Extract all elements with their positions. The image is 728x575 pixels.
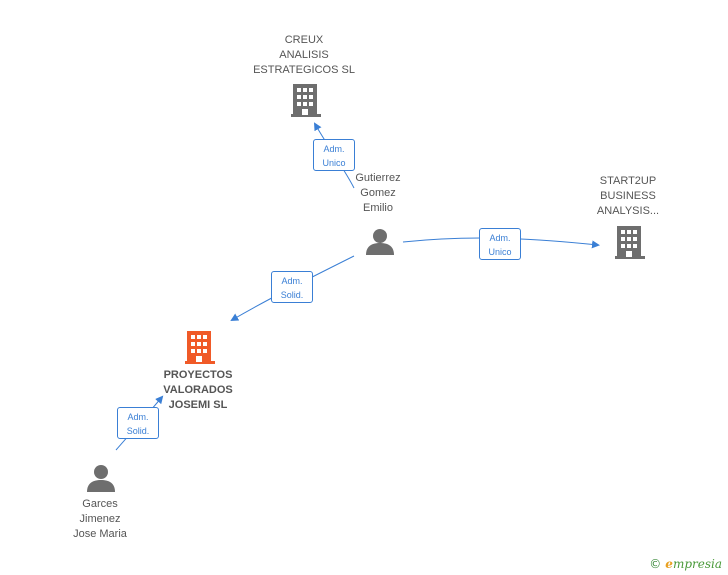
label-line: ESTRATEGICOS SL: [253, 64, 355, 76]
label-line: Emilio: [363, 202, 393, 214]
label-line: JOSEMI SL: [168, 399, 228, 411]
label-line: Jimenez: [79, 513, 121, 525]
label-line: ANALYSIS...: [596, 205, 660, 217]
edge-badge-gutierrez-proyectos[interactable]: Adm. Solid.: [271, 271, 313, 303]
label-line: ANALISIS: [279, 49, 329, 61]
edge-badge-gutierrez-creux[interactable]: Adm. Unico: [313, 139, 355, 171]
person-icon[interactable]: [87, 465, 115, 492]
label-line: VALORADOS: [163, 384, 233, 396]
company-label-start2up[interactable]: START2UP BUSINESS ANALYSIS...: [576, 174, 680, 219]
edge-badge-line: Unico: [488, 247, 512, 257]
person-label-gutierrez[interactable]: Gutierrez Gomez Emilio: [338, 171, 418, 216]
edge-badge-line: Unico: [322, 158, 346, 168]
label-line: Gutierrez: [355, 172, 401, 184]
label-line: Gomez: [360, 187, 396, 199]
edge-badge-garces-proyectos[interactable]: Adm. Solid.: [117, 407, 159, 439]
edge-badge-line: Solid.: [280, 290, 304, 300]
label-line: Jose Maria: [73, 528, 127, 540]
label-line: BUSINESS: [600, 190, 656, 202]
label-line: START2UP: [599, 175, 657, 187]
building-icon[interactable]: [291, 84, 321, 117]
edge-badge-line: Adm.: [323, 144, 345, 154]
building-icon[interactable]: [615, 226, 645, 259]
empresia-watermark: ©empresia: [649, 557, 722, 571]
company-label-creux[interactable]: CREUX ANALISIS ESTRATEGICOS SL: [244, 33, 364, 78]
label-line: CREUX: [284, 34, 324, 46]
copyright-icon: ©: [649, 557, 662, 571]
edge-badge-line: Solid.: [126, 426, 150, 436]
focus-building-icon[interactable]: [185, 331, 215, 364]
edge-badge-line: Adm.: [127, 412, 149, 422]
person-label-garces[interactable]: Garces Jimenez Jose Maria: [58, 497, 142, 542]
edge-badge-line: Adm.: [489, 233, 511, 243]
label-line: Garces: [82, 498, 118, 510]
company-label-proyectos[interactable]: PROYECTOS VALORADOS JOSEMI SL: [146, 368, 250, 413]
edge-badge-gutierrez-start2up[interactable]: Adm. Unico: [479, 228, 521, 260]
brand-name: mpresia: [672, 557, 722, 571]
person-icon[interactable]: [366, 229, 394, 255]
edge-badge-line: Adm.: [281, 276, 303, 286]
brand-initial: e: [665, 557, 673, 571]
label-line: PROYECTOS: [163, 369, 233, 381]
